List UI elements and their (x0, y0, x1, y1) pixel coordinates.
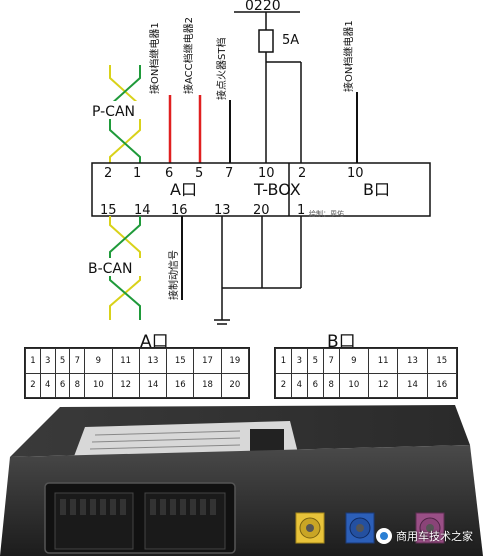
pin-cell: 17 (193, 348, 222, 374)
pin-cell: 10 (338, 372, 370, 398)
pin-cell: 8 (322, 372, 340, 398)
pin-a14: 14 (134, 203, 151, 218)
pin-a1: 1 (133, 166, 141, 181)
pin-cell: 5 (306, 348, 324, 374)
pin-cell: 4 (39, 372, 56, 398)
pin-cell: 14 (138, 372, 168, 398)
fuse-rating: 5A (282, 33, 299, 48)
pin-a6: 6 (165, 166, 173, 181)
pin-cell: 15 (426, 348, 458, 374)
author-note: 绘制：周佑 (309, 209, 344, 218)
connector-a-pinout: 1 3 5 7 9 11 13 15 17 19 2 4 6 8 10 12 1… (24, 347, 250, 399)
pin-cell: 7 (322, 348, 340, 374)
blue-antenna-port (345, 512, 375, 544)
bcan-label-bg (88, 258, 156, 276)
pin-cell: 16 (426, 372, 458, 398)
tbox-port-a-label: A口 (170, 180, 197, 199)
connector-b-row-odd: 1 3 5 7 9 11 13 15 (275, 348, 458, 374)
pin-b10: 10 (347, 166, 364, 181)
pin-cell: 3 (290, 348, 308, 374)
purple-antenna-port (415, 512, 445, 544)
label-on-relay-b: 接ON档继电器1 (342, 20, 355, 92)
label-on-relay-1: 接ON档继电器1 (148, 22, 161, 94)
pin-cell: 6 (306, 372, 324, 398)
pin-cell: 13 (138, 348, 168, 374)
yellow-antenna-port (295, 512, 325, 544)
pin-cell: 19 (220, 348, 250, 374)
pin-cell: 11 (367, 348, 399, 374)
fuse-symbol (258, 29, 274, 53)
pin-cell: 11 (111, 348, 140, 374)
pin-a20: 20 (253, 203, 270, 218)
tbox-title: T-BOX (253, 180, 301, 199)
pin-cell: 7 (69, 348, 86, 374)
pin-cell: 5 (54, 348, 71, 374)
pin-cell: 14 (397, 372, 428, 398)
pin-a13: 13 (214, 203, 231, 218)
pin-cell: 1 (25, 348, 41, 374)
pin-cell: 16 (166, 372, 195, 398)
pin-a15: 15 (100, 203, 117, 218)
connector-b-pinout: 1 3 5 7 9 11 13 15 2 4 6 8 10 12 14 16 (274, 347, 458, 399)
pin-b2: 2 (298, 166, 306, 181)
label-acc-relay-2: 接ACC档继电器2 (182, 17, 195, 94)
pin-a16: 16 (171, 203, 188, 218)
pin-cell: 9 (84, 348, 113, 374)
pcan-label: P-CAN (92, 104, 135, 120)
pin-cell: 12 (111, 372, 140, 398)
watermark: 商用车技术之家 (376, 528, 473, 544)
pin-cell: 4 (290, 372, 308, 398)
pin-cell: 20 (220, 372, 250, 398)
label-brake-signal: 接制动信号 (167, 250, 180, 300)
pin-cell: 18 (193, 372, 222, 398)
wechat-icon (376, 528, 392, 544)
tbox-device-illustration (0, 405, 483, 556)
pcan-label-bg (92, 101, 158, 119)
tbox-device-photo: 商用车技术之家 (0, 405, 483, 556)
ground-icon (214, 319, 230, 325)
pin-cell: 9 (338, 348, 370, 374)
tbox-body (91, 162, 431, 217)
pin-a10: 10 (258, 166, 275, 181)
pin-cell: 10 (84, 372, 113, 398)
label-ignition-st: 接点火器ST档 (215, 38, 228, 100)
connector-a-row-odd: 1 3 5 7 9 11 13 15 17 19 (25, 348, 250, 374)
pin-a7: 7 (225, 166, 233, 181)
pin-cell: 2 (25, 372, 41, 398)
pin-cell: 8 (69, 372, 86, 398)
pin-a5: 5 (195, 166, 203, 181)
tbox-port-b-label: B口 (363, 180, 390, 199)
watermark-text: 商用车技术之家 (396, 530, 473, 543)
pin-cell: 12 (367, 372, 399, 398)
pin-a2: 2 (104, 166, 112, 181)
pin-cell: 3 (39, 348, 56, 374)
pin-cell: 15 (166, 348, 195, 374)
supply-label: 0220 (245, 0, 281, 14)
pin-cell: 6 (54, 372, 71, 398)
pin-cell: 13 (397, 348, 428, 374)
bcan-label: B-CAN (88, 261, 132, 277)
pin-b1: 1 (297, 203, 305, 218)
pin-cell: 2 (275, 372, 292, 398)
pin-cell: 1 (275, 348, 292, 374)
connector-a-row-even: 2 4 6 8 10 12 14 16 18 20 (25, 372, 250, 398)
connector-b-row-even: 2 4 6 8 10 12 14 16 (275, 372, 458, 398)
